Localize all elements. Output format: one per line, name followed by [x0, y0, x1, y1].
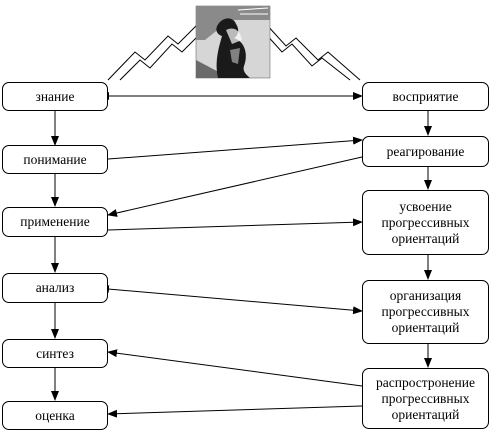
node-vospriyatie-label: восприятие	[392, 88, 459, 104]
connectors	[51, 92, 432, 418]
node-znanie-label: знание	[35, 88, 75, 104]
left-lightning-bolt	[107, 21, 201, 81]
node-primenenie-label: применение	[20, 214, 90, 229]
node-sintez: синтез	[2, 339, 108, 368]
node-vospriyatie: восприятие	[362, 82, 489, 111]
arrow-ponimanie-reagirovanie	[107, 136, 363, 160]
node-sintez-label: синтез	[36, 345, 74, 361]
node-usvoenie: усвоение прогрессивных ориентаций	[362, 190, 489, 255]
thinking-person-with-lightning-icon	[107, 5, 361, 81]
arrow-primenenie-usvoenie	[107, 218, 363, 231]
node-rasprostranenie: распростронение прогрессивных ориентаций	[362, 368, 489, 429]
arrow-rasprostranenie-sintez	[107, 349, 363, 387]
node-rasprostranenie-label: распростронение прогрессивных ориентаций	[375, 374, 475, 422]
node-usvoenie-label: усвоение прогрессивных ориентаций	[381, 198, 470, 246]
node-organizaciya-label: организация прогрессивных ориентаций	[381, 288, 470, 335]
node-ponimanie-label: понимание	[23, 151, 87, 167]
node-ocenka: оценка	[2, 401, 108, 430]
right-lightning-bolt	[265, 23, 361, 81]
node-reagirovanie: реагирование	[362, 136, 489, 167]
arrow-rasprostranenie-ocenka	[107, 405, 363, 418]
node-znanie: знание	[2, 82, 108, 111]
node-ocenka-label: оценка	[35, 407, 75, 423]
node-primenenie: применение	[2, 207, 108, 237]
node-analiz-label: анализ	[35, 280, 75, 295]
node-reagirovanie-label: реагирование	[386, 143, 465, 159]
arrow-reagirovanie-primenenie	[107, 156, 363, 217]
node-organizaciya: организация прогрессивных ориентаций	[362, 280, 489, 344]
node-analiz: анализ	[2, 273, 108, 303]
node-ponimanie: понимание	[2, 145, 108, 174]
arrow-analiz-organizaciya	[99, 285, 363, 315]
